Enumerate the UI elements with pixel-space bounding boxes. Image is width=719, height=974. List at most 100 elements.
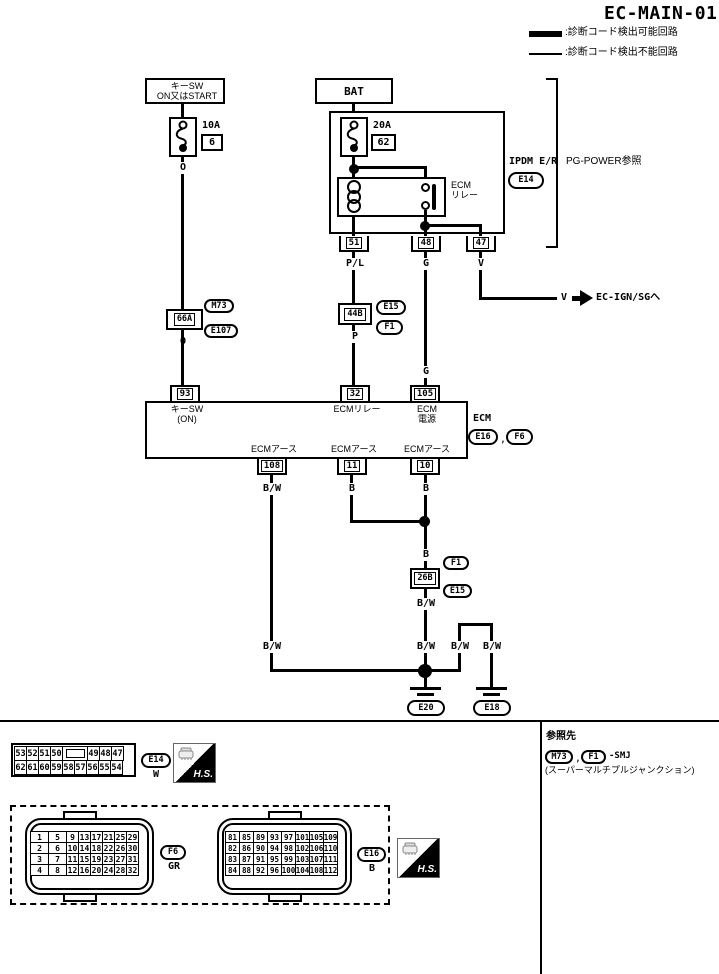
pin-cell: 110 bbox=[323, 842, 338, 854]
legend-thick-label: :診断コード検出可能回路 bbox=[565, 27, 678, 38]
ecm-pin93-function: キーSW bbox=[170, 404, 204, 414]
pin-connector-108: 108 bbox=[257, 459, 287, 475]
connector-ref-e14: E14 bbox=[508, 172, 544, 189]
wire bbox=[181, 104, 184, 117]
connector-ref-f6: F6 bbox=[160, 845, 186, 860]
key-switch-line1: キーSW bbox=[170, 81, 204, 91]
pin-cell: 96 bbox=[267, 864, 282, 876]
crimp-tool-icon bbox=[178, 747, 194, 760]
battery-label: BAT bbox=[344, 84, 364, 98]
wire-color-label: B bbox=[346, 483, 358, 495]
pin-cell: 92 bbox=[253, 864, 268, 876]
wire bbox=[352, 217, 355, 236]
ecm-ground-label: ECMアース bbox=[403, 444, 451, 454]
wire-color-label: V bbox=[561, 292, 568, 303]
pin-cell: 60 bbox=[38, 760, 51, 775]
connector-ref-e16: E16 bbox=[357, 847, 386, 862]
connector-26b: 26B bbox=[410, 568, 440, 589]
pin-cell: 4 bbox=[30, 864, 49, 876]
page-title: EC-MAIN-01 bbox=[604, 3, 718, 24]
fuse-rating: 20A bbox=[373, 120, 392, 131]
ground-icon bbox=[483, 693, 500, 696]
wire bbox=[458, 623, 493, 626]
relay-label-line1: ECM bbox=[451, 180, 471, 190]
wire-color-label: G bbox=[420, 258, 432, 270]
ground-ref-e20: E20 bbox=[407, 700, 445, 716]
wire bbox=[424, 674, 427, 687]
wire-color-label: B/W bbox=[480, 641, 504, 653]
connector-ref-f1: F1 bbox=[443, 556, 469, 570]
ecm-box: キーSW (ON) ECMリレー ECM 電源 ECMアース ECMアース EC… bbox=[145, 401, 468, 459]
pin-connector-11: 11 bbox=[337, 459, 367, 475]
wire-color-label: B bbox=[420, 483, 432, 495]
pin-cell: 47 bbox=[111, 746, 124, 761]
wire bbox=[350, 475, 353, 523]
reference-heading: 参照先 bbox=[546, 731, 576, 742]
battery-box: BAT bbox=[315, 78, 393, 104]
key-switch-line2: ON又はSTART bbox=[156, 91, 218, 101]
wire bbox=[479, 297, 557, 300]
connector-color: B bbox=[366, 863, 378, 875]
wire bbox=[479, 252, 482, 300]
fuse-number: 62 bbox=[377, 137, 390, 148]
relay-coil-icon bbox=[344, 180, 364, 214]
connector-ref-e16: E16 bbox=[468, 429, 498, 445]
connector-ref-e15: E15 bbox=[376, 300, 406, 315]
fuse-number-box: 6 bbox=[201, 134, 223, 151]
pin-number: 51 bbox=[345, 237, 363, 249]
pin-cell: 108 bbox=[309, 864, 324, 876]
wire bbox=[424, 252, 427, 385]
pin-number: 10 bbox=[416, 460, 434, 472]
connector-ref-m73: M73 bbox=[204, 299, 234, 313]
wire-color-label: B/W bbox=[448, 641, 472, 653]
bracket-serif bbox=[546, 78, 556, 80]
ecm-ground-label: ECMアース bbox=[250, 444, 298, 454]
wire-color-label: B/W bbox=[414, 641, 438, 653]
comma: , bbox=[575, 753, 582, 764]
pin-cell: 32 bbox=[126, 864, 139, 876]
pin-cell: 112 bbox=[323, 864, 338, 876]
ground-icon bbox=[476, 687, 507, 690]
ec-ign-sg-reference: EC-IGN/SGへ bbox=[596, 292, 661, 303]
section-divider bbox=[0, 720, 719, 722]
wire bbox=[427, 669, 460, 672]
wire bbox=[350, 520, 427, 523]
wire-color-label: P/L bbox=[343, 258, 367, 270]
pin-cell: 88 bbox=[239, 864, 254, 876]
wire-color-label: P bbox=[349, 331, 361, 343]
pin-connector-32: 32 bbox=[340, 385, 370, 401]
ipdm-name: IPDM E/R bbox=[509, 156, 558, 167]
wire bbox=[270, 669, 426, 672]
fuse-rating: 10A bbox=[202, 120, 221, 131]
section-divider bbox=[540, 720, 542, 974]
connector-26b-label: 26B bbox=[414, 572, 436, 585]
pin-cell: 100 bbox=[281, 864, 296, 876]
fuse-icon bbox=[346, 120, 359, 152]
connector-ref-f1: F1 bbox=[376, 320, 403, 335]
legend-thin-line bbox=[529, 53, 562, 55]
wire-color-label: G bbox=[420, 366, 432, 378]
pin-number: 11 bbox=[343, 460, 361, 472]
wire bbox=[181, 330, 184, 385]
arrow-icon bbox=[580, 290, 593, 306]
ground-ref-e18: E18 bbox=[473, 700, 511, 716]
wire bbox=[352, 325, 355, 385]
wire-color-label: V bbox=[475, 258, 487, 270]
hs-label: H.S. bbox=[417, 864, 437, 875]
pin-number: 108 bbox=[260, 460, 284, 472]
wire-color-label: B/W bbox=[414, 598, 438, 610]
connector-ref-e107: E107 bbox=[204, 324, 238, 338]
key-slot bbox=[62, 746, 88, 761]
connector-ref-e15: E15 bbox=[443, 584, 472, 598]
pg-power-reference: PG-POWER参照 bbox=[566, 156, 642, 167]
relay-armature-bar bbox=[432, 184, 436, 210]
hs-badge: H.S. bbox=[173, 743, 216, 783]
connector-66a-label: 66A bbox=[173, 313, 196, 326]
relay-label-line2: リレー bbox=[451, 190, 479, 200]
